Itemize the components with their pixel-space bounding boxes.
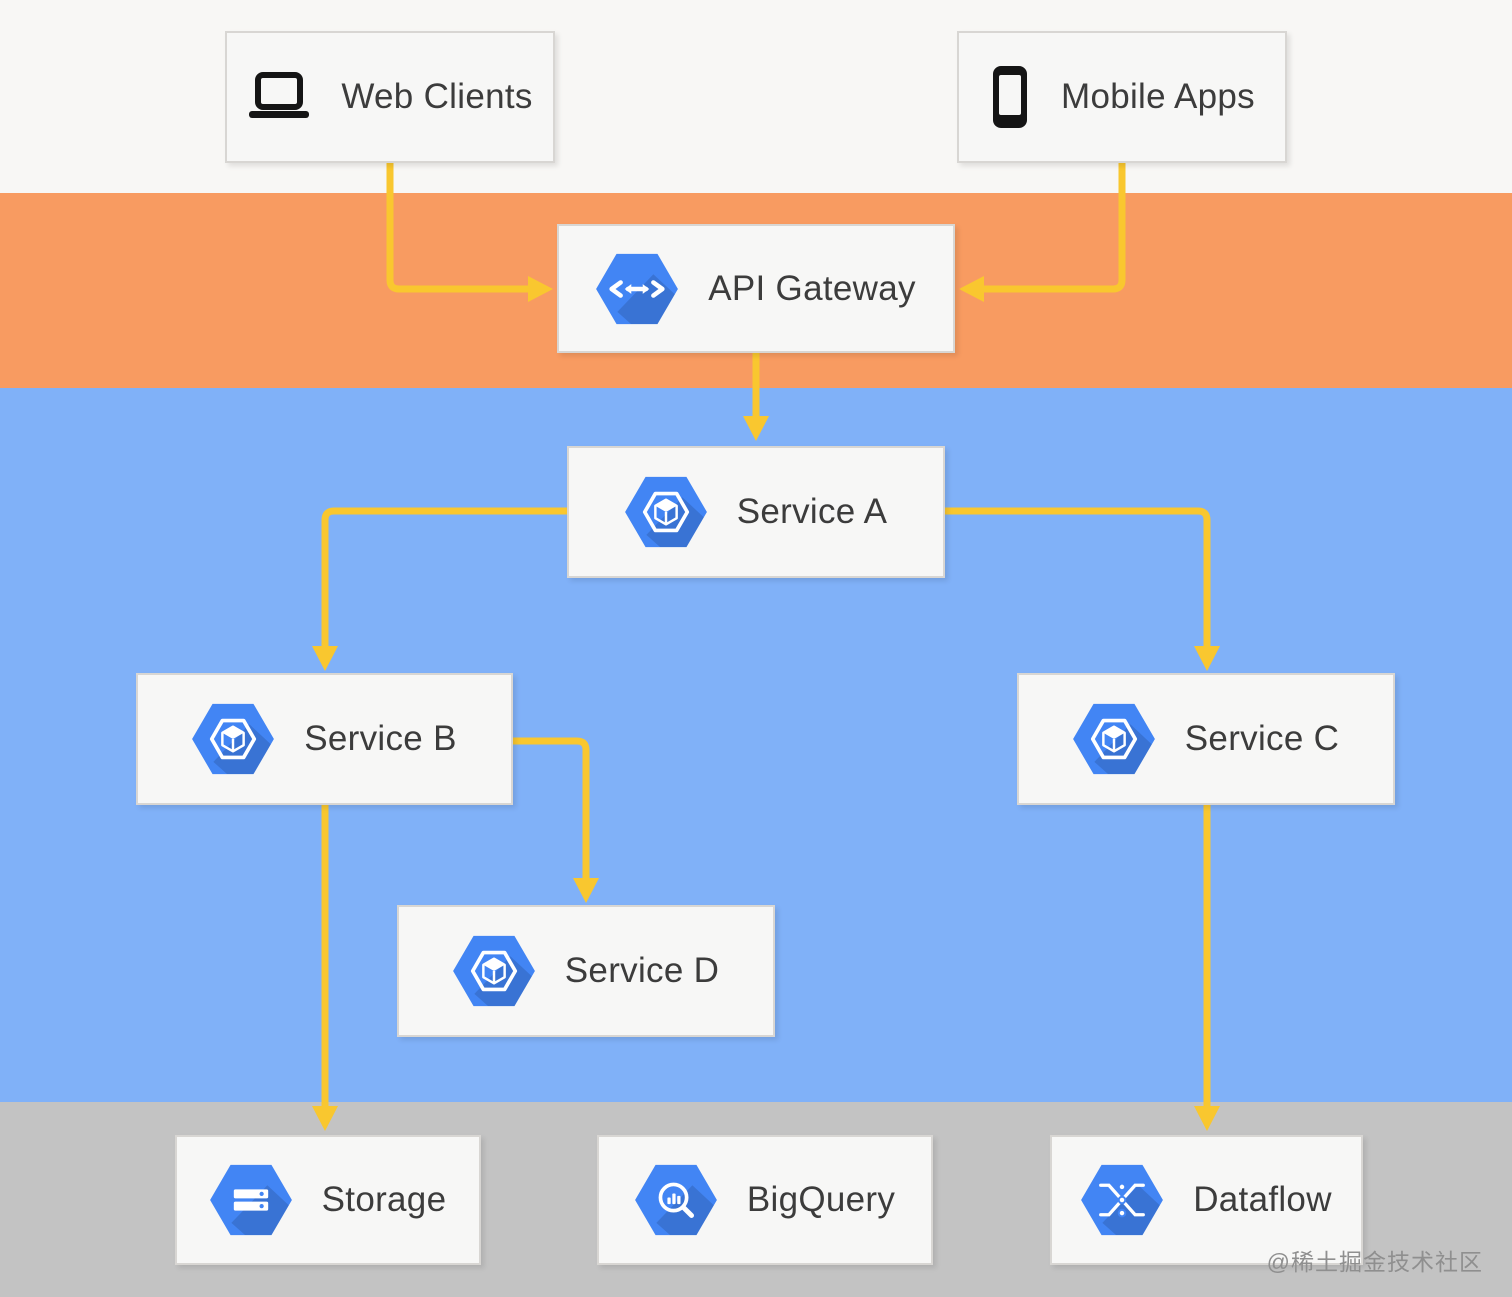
node-service-c: Service C — [1017, 673, 1395, 805]
node-service-b: Service B — [136, 673, 513, 805]
node-web-clients: Web Clients — [225, 31, 555, 163]
node-label: Web Clients — [341, 77, 533, 116]
laptop-icon — [249, 72, 310, 118]
smartphone-icon — [993, 66, 1027, 128]
node-label: Service B — [304, 719, 457, 758]
node-label: Service C — [1184, 719, 1340, 758]
node-storage: Storage — [175, 1135, 481, 1265]
node-dataflow: Dataflow — [1050, 1135, 1363, 1265]
cloud-storage-hexagon-icon — [210, 1164, 292, 1236]
gke-hexagon-icon — [192, 703, 274, 775]
node-label: API Gateway — [708, 268, 916, 308]
node-service-a: Service A — [567, 446, 945, 578]
node-label: Storage — [321, 1180, 447, 1219]
node-label: Service D — [564, 951, 720, 990]
gke-hexagon-icon — [1073, 703, 1155, 775]
node-bigquery: BigQuery — [597, 1135, 933, 1265]
watermark: @稀土掘金技术社区 — [1266, 1249, 1483, 1275]
bigquery-hexagon-icon — [635, 1164, 717, 1236]
node-service-d: Service D — [397, 905, 775, 1037]
node-mobile-apps: Mobile Apps — [957, 31, 1287, 163]
gke-hexagon-icon — [625, 476, 707, 548]
node-api-gateway: API Gateway — [557, 224, 955, 353]
node-label: Dataflow — [1193, 1180, 1332, 1219]
api-gateway-hexagon-icon — [596, 253, 678, 325]
gke-hexagon-icon — [453, 935, 535, 1007]
dataflow-hexagon-icon — [1081, 1164, 1163, 1236]
node-label: Mobile Apps — [1061, 77, 1255, 116]
node-label: BigQuery — [746, 1180, 896, 1219]
node-label: Service A — [736, 492, 888, 531]
